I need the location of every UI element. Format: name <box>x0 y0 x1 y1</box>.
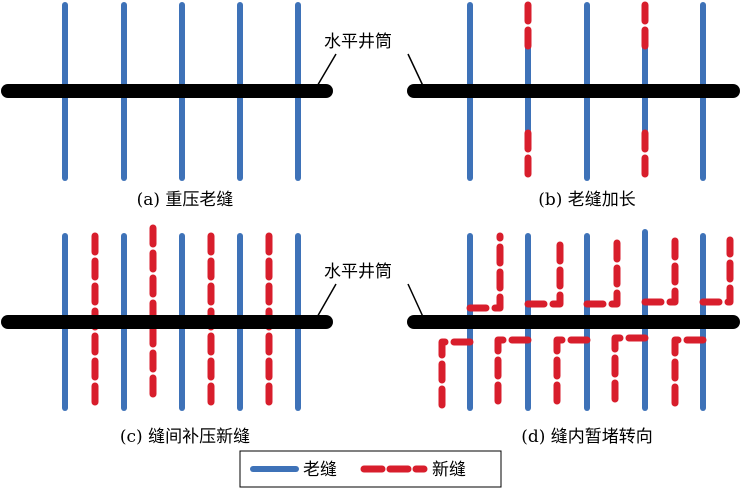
wellbore-label: 水平井筒 <box>324 32 392 52</box>
panel-b-extend-old-fractures: (b) 老缝加长 <box>407 1 740 210</box>
panel-a-caption: (a) 重压老缝 <box>137 190 234 210</box>
panel-c-caption: (c) 缝间补压新缝 <box>120 427 250 447</box>
wellbore-label-top: 水平井筒 <box>315 32 425 89</box>
panel-c-new-fractures-between-old: (c) 缝间补压新缝 <box>1 224 333 447</box>
legend-new-fracture-label: 新缝 <box>432 460 466 480</box>
legend: 老缝 新缝 <box>239 450 502 488</box>
panel-d-caption: (d) 缝内暂堵转向 <box>521 427 653 447</box>
wellbore-label-bottom: 水平井筒 <box>315 262 425 320</box>
legend-old-fracture-label: 老缝 <box>303 460 337 480</box>
wellbore-label: 水平井筒 <box>324 262 392 282</box>
panel-b-caption: (b) 老缝加长 <box>538 190 636 210</box>
new-fracture-extensions <box>524 1 649 182</box>
panel-d-temporary-plugging-diversion: (d) 缝内暂堵转向 <box>407 228 740 447</box>
panel-a-restimulate-old-fractures: (a) 重压老缝 <box>1 2 333 210</box>
diverted-new-fractures <box>438 228 734 412</box>
